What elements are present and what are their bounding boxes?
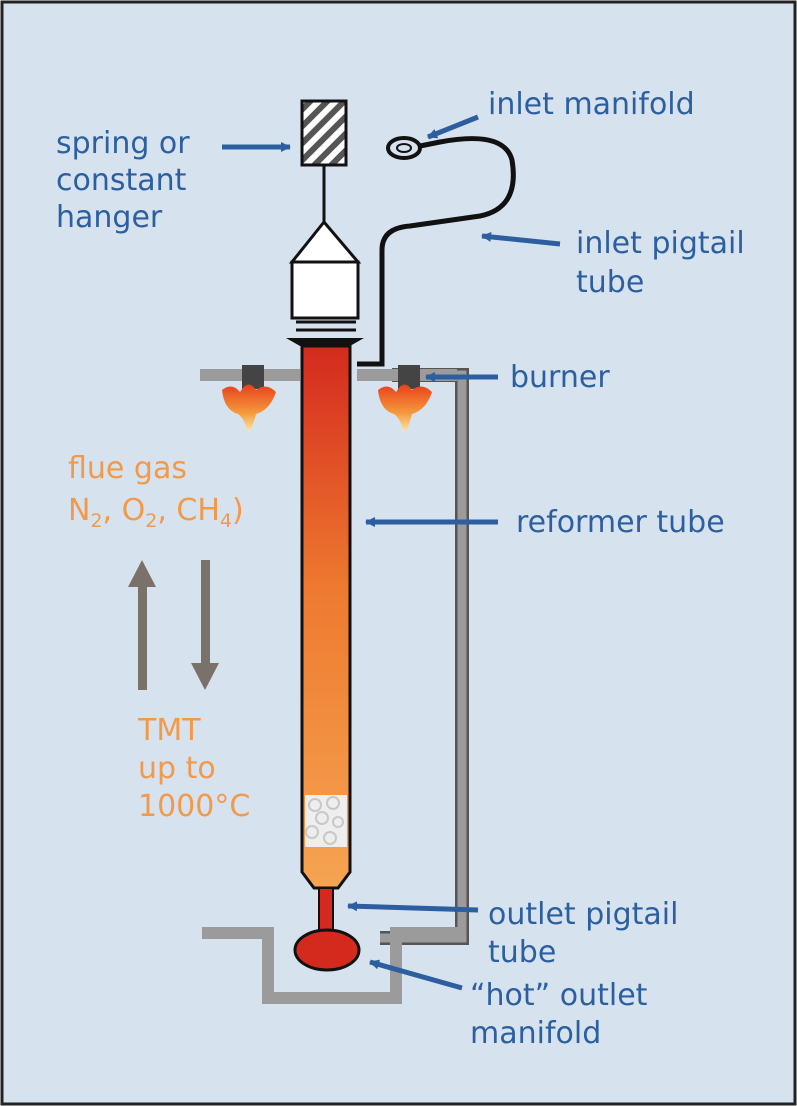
spring-label-line3: hanger (56, 200, 163, 235)
arrow-outlet-pigtail-pointer (347, 901, 479, 913)
reformer-tube (300, 344, 352, 890)
tmt-label-line2: up to (138, 751, 216, 786)
burner-left (222, 365, 276, 432)
tmt-label-line1: TMT (137, 713, 201, 748)
flue-gas-label: flue gas (68, 451, 187, 486)
inlet-pigtail-label-line1: inlet pigtail (576, 226, 745, 261)
spring-hanger-icon (300, 99, 348, 167)
burner-right (378, 365, 432, 432)
arrow-inlet-pigtail-pointer (481, 231, 561, 247)
outlet-pigtail-label-line2: tube (488, 935, 556, 970)
flue-gas-composition: N2, O2, CH4) (68, 493, 244, 532)
spring-label-line2: constant (56, 163, 187, 198)
flow-arrow-down (191, 560, 219, 690)
tmt-label-line3: 1000°C (138, 789, 250, 824)
arrow-hot-outlet-pointer (369, 959, 463, 991)
reformer-tube-label: reformer tube (516, 505, 725, 540)
arrow-inlet-manifold-pointer (427, 114, 479, 140)
outlet-pigtail-tube (318, 887, 334, 935)
inlet-manifold-icon (386, 136, 422, 160)
flow-arrow-up (128, 560, 156, 690)
spring-label-line1: spring or (56, 126, 190, 161)
burner-label: burner (510, 360, 610, 395)
hot-outlet-label-line2: manifold (470, 1016, 601, 1051)
inlet-pigtail-tube (357, 136, 516, 367)
hot-outlet-label-line1: “hot” outlet (470, 978, 648, 1013)
inlet-pigtail-label-line2: tube (576, 265, 644, 300)
hot-outlet-manifold (293, 928, 361, 972)
outlet-pigtail-label-line1: outlet pigtail (488, 897, 678, 932)
furnace-floor (202, 927, 465, 1004)
inlet-manifold-label: inlet manifold (488, 87, 695, 122)
